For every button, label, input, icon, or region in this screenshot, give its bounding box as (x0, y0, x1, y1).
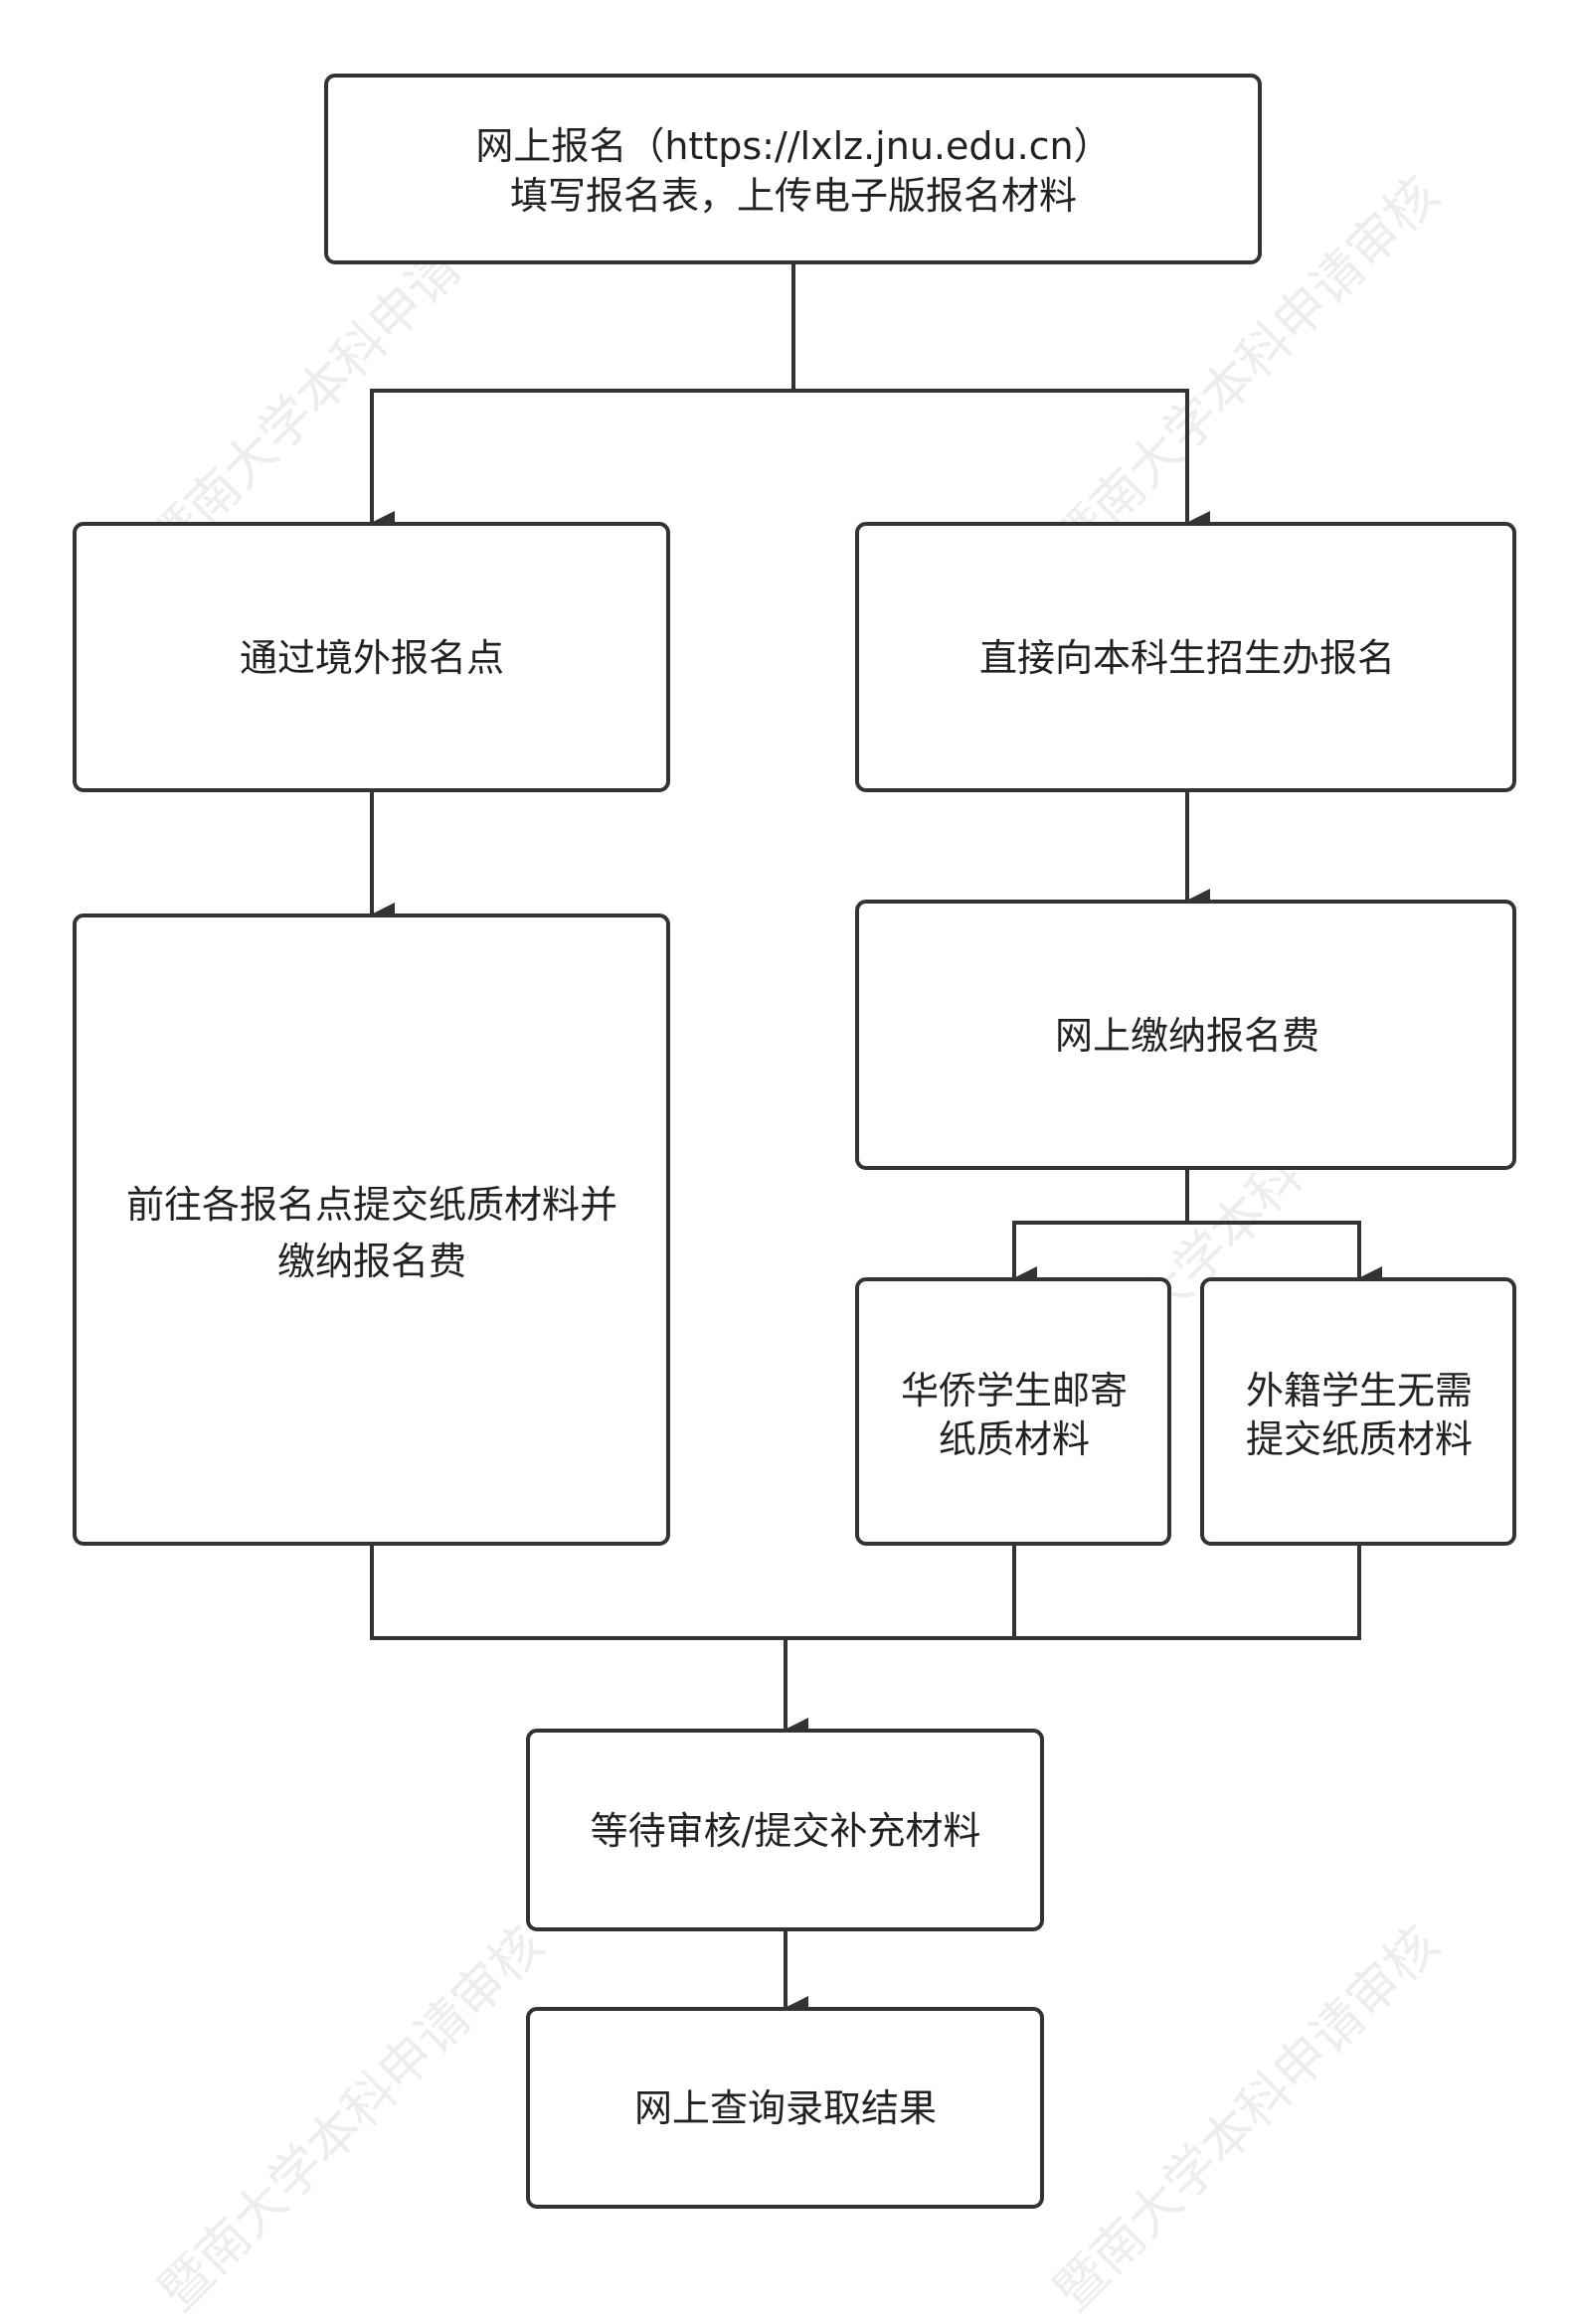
node-text-line: 华侨学生邮寄 (901, 1369, 1128, 1412)
node-foreign-no-paper: 外籍学生无需 提交纸质材料 (1200, 1277, 1516, 1546)
connector-pay-foreign (1187, 1221, 1382, 1290)
node-text-line: 网上查询录取结果 (634, 2086, 937, 2130)
connector-register-split (370, 262, 795, 535)
node-text-line: 提交纸质材料 (1246, 1417, 1473, 1461)
node-text-line: 纸质材料 (939, 1417, 1090, 1461)
node-overseas-point: 通过境外报名点 (73, 522, 670, 792)
node-text-line: 直接向本科生招生办报名 (979, 636, 1395, 680)
node-text-line: 缴纳报名费 (277, 1240, 466, 1283)
connector-merge (370, 1544, 1361, 1640)
node-text-line: 外籍学生无需 (1246, 1369, 1473, 1412)
connectors (370, 262, 1382, 2020)
flowchart: 网上报名（https://lxlz.jnu.edu.cn） 填写报名表，上传电子… (73, 74, 1516, 2209)
node-text-line: 通过境外报名点 (240, 636, 504, 680)
node-text-line: 填写报名表，上传电子版报名材料 (510, 174, 1077, 218)
node-check-result: 网上查询录取结果 (526, 2007, 1044, 2209)
node-text-line: 网上缴纳报名费 (1055, 1014, 1319, 1058)
node-submit-paper-pay: 前往各报名点提交纸质材料并 缴纳报名费 (73, 913, 670, 1546)
node-text-line: 前往各报名点提交纸质材料并 (126, 1183, 617, 1227)
node-overseas-chinese-mail: 华侨学生邮寄 纸质材料 (855, 1277, 1171, 1546)
connector-pay-split (1012, 1168, 1189, 1290)
node-text-line: 网上报名（https://lxlz.jnu.edu.cn） (475, 124, 1111, 168)
node-online-register: 网上报名（https://lxlz.jnu.edu.cn） 填写报名表，上传电子… (324, 74, 1262, 264)
node-pay-online: 网上缴纳报名费 (855, 900, 1516, 1170)
connector-register-direct (793, 389, 1210, 535)
node-text-line: 等待审核/提交补充材料 (591, 1809, 981, 1853)
node-direct-office: 直接向本科生招生办报名 (855, 522, 1516, 792)
node-await-review: 等待审核/提交补充材料 (526, 1729, 1044, 1931)
